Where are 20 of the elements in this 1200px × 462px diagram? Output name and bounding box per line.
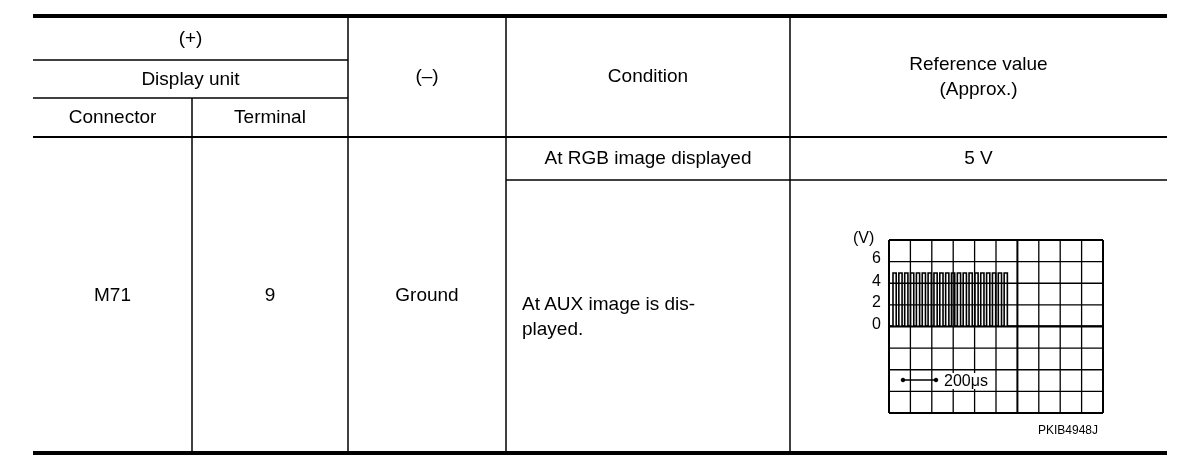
condition-text: At AUX image is dis- played.: [522, 291, 697, 341]
axis-tick-label: 4: [872, 273, 881, 289]
axis-unit-label: (V): [853, 230, 875, 246]
reference-value: 5 V: [964, 146, 993, 171]
condition-text: At RGB image displayed: [544, 146, 752, 171]
table-header: Terminal: [234, 105, 306, 130]
axis-tick-label: 0: [872, 316, 881, 332]
axis-tick-label: 2: [872, 294, 881, 310]
table-header: Display unit: [141, 66, 240, 91]
table-header: Reference value (Approx.): [908, 51, 1049, 101]
figure-code: PKIB4948J: [1038, 424, 1099, 436]
table-header: Condition: [607, 64, 689, 89]
table-header: Connector: [68, 105, 157, 130]
table-header: (+): [178, 25, 203, 50]
connector-value: M71: [94, 282, 131, 307]
ground-value: Ground: [395, 282, 459, 307]
table-header: (–): [415, 64, 439, 89]
terminal-value: 9: [264, 282, 276, 307]
time-scale-label: 200μs: [944, 373, 988, 389]
axis-tick-label: 6: [872, 250, 881, 266]
